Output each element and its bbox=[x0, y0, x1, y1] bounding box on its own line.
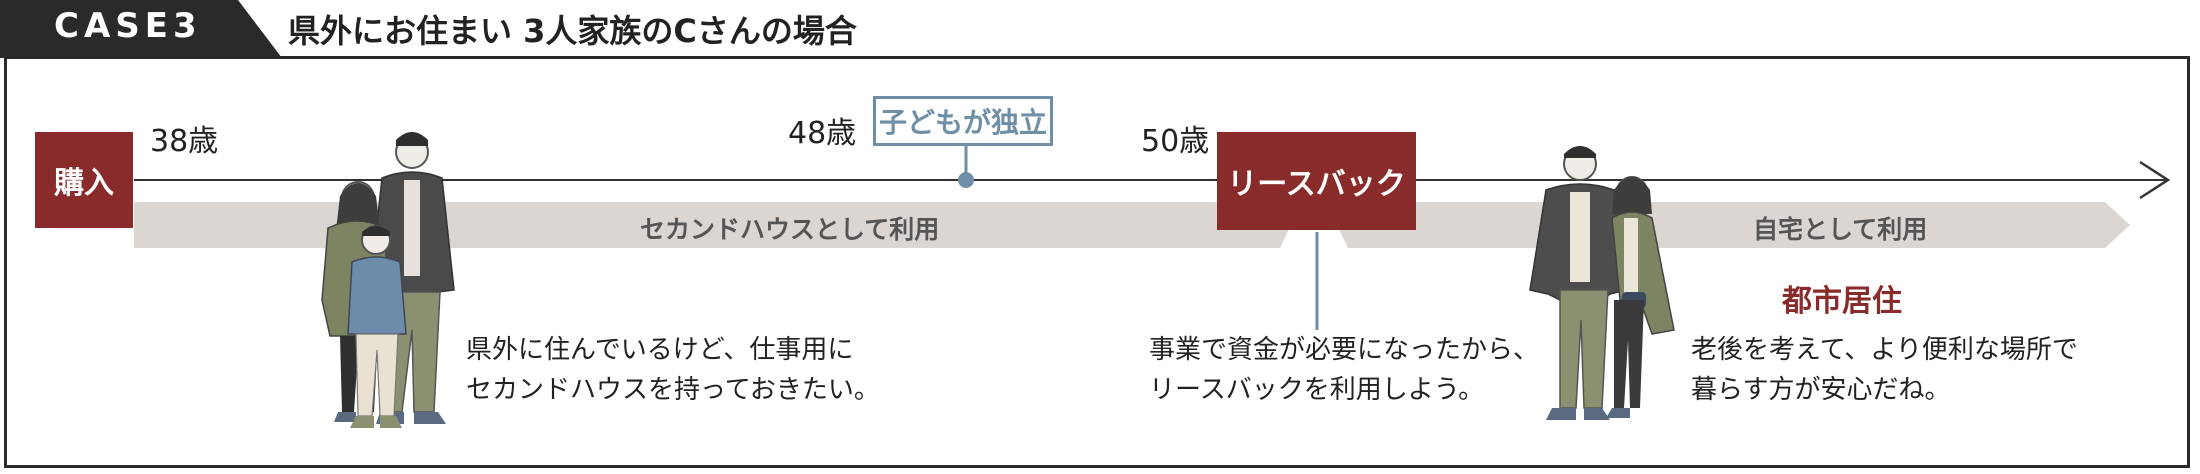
leaseback-box: リースバック bbox=[1217, 132, 1416, 230]
independence-label: 子どもが独立 bbox=[878, 106, 1047, 139]
purchase-box: 購入 bbox=[35, 132, 133, 228]
timeline-arrowhead bbox=[2139, 160, 2171, 200]
child-figure bbox=[347, 225, 407, 428]
business-quote: 事業で資金が必要になったから、 リースバックを利用しよう。 bbox=[1149, 330, 1539, 410]
business-quote-line2: リースバックを利用しよう。 bbox=[1149, 375, 1485, 405]
leaseback-label: リースバック bbox=[1227, 167, 1406, 202]
old-woman-figure bbox=[1606, 176, 1675, 418]
diagram-frame bbox=[4, 56, 2190, 468]
independence-dot bbox=[958, 172, 974, 188]
family-quote: 県外に住んでいるけど、仕事用に セカンドハウスを持っておきたい。 bbox=[466, 330, 880, 410]
family-quote-line2: セカンドハウスを持っておきたい。 bbox=[466, 375, 880, 405]
family-quote-line1: 県外に住んでいるけど、仕事用に bbox=[466, 335, 854, 365]
independence-badge: 子どもが独立 bbox=[873, 96, 1053, 146]
page-title: 県外にお住まい 3人家族のCさんの場合 bbox=[288, 12, 857, 50]
business-quote-line1: 事業で資金が必要になったから、 bbox=[1149, 335, 1540, 365]
band-own-home-label: 自宅として利用 bbox=[1753, 215, 1928, 244]
old-age-quote: 老後を考えて、より便利な場所で 暮らす方が安心だね。 bbox=[1691, 330, 2078, 410]
age-48-label: 48歳 bbox=[788, 116, 857, 151]
age-50-label: 50歳 bbox=[1141, 124, 1210, 159]
old-age-quote-line2: 暮らす方が安心だね。 bbox=[1691, 375, 1951, 405]
purchase-label: 購入 bbox=[54, 166, 114, 201]
case-label: CASE3 bbox=[54, 6, 202, 46]
couple-illustration bbox=[1529, 146, 1675, 420]
case-tab: CASE3 bbox=[0, 0, 282, 58]
age-38-label: 38歳 bbox=[150, 124, 219, 159]
band-second-house-label: セカンドハウスとして利用 bbox=[640, 215, 940, 244]
old-man-figure bbox=[1529, 146, 1627, 420]
old-age-quote-line1: 老後を考えて、より便利な場所で bbox=[1691, 335, 2078, 365]
city-living-label: 都市居住 bbox=[1782, 284, 1902, 319]
family-illustration bbox=[321, 132, 455, 428]
band-own-home bbox=[1326, 202, 2130, 248]
